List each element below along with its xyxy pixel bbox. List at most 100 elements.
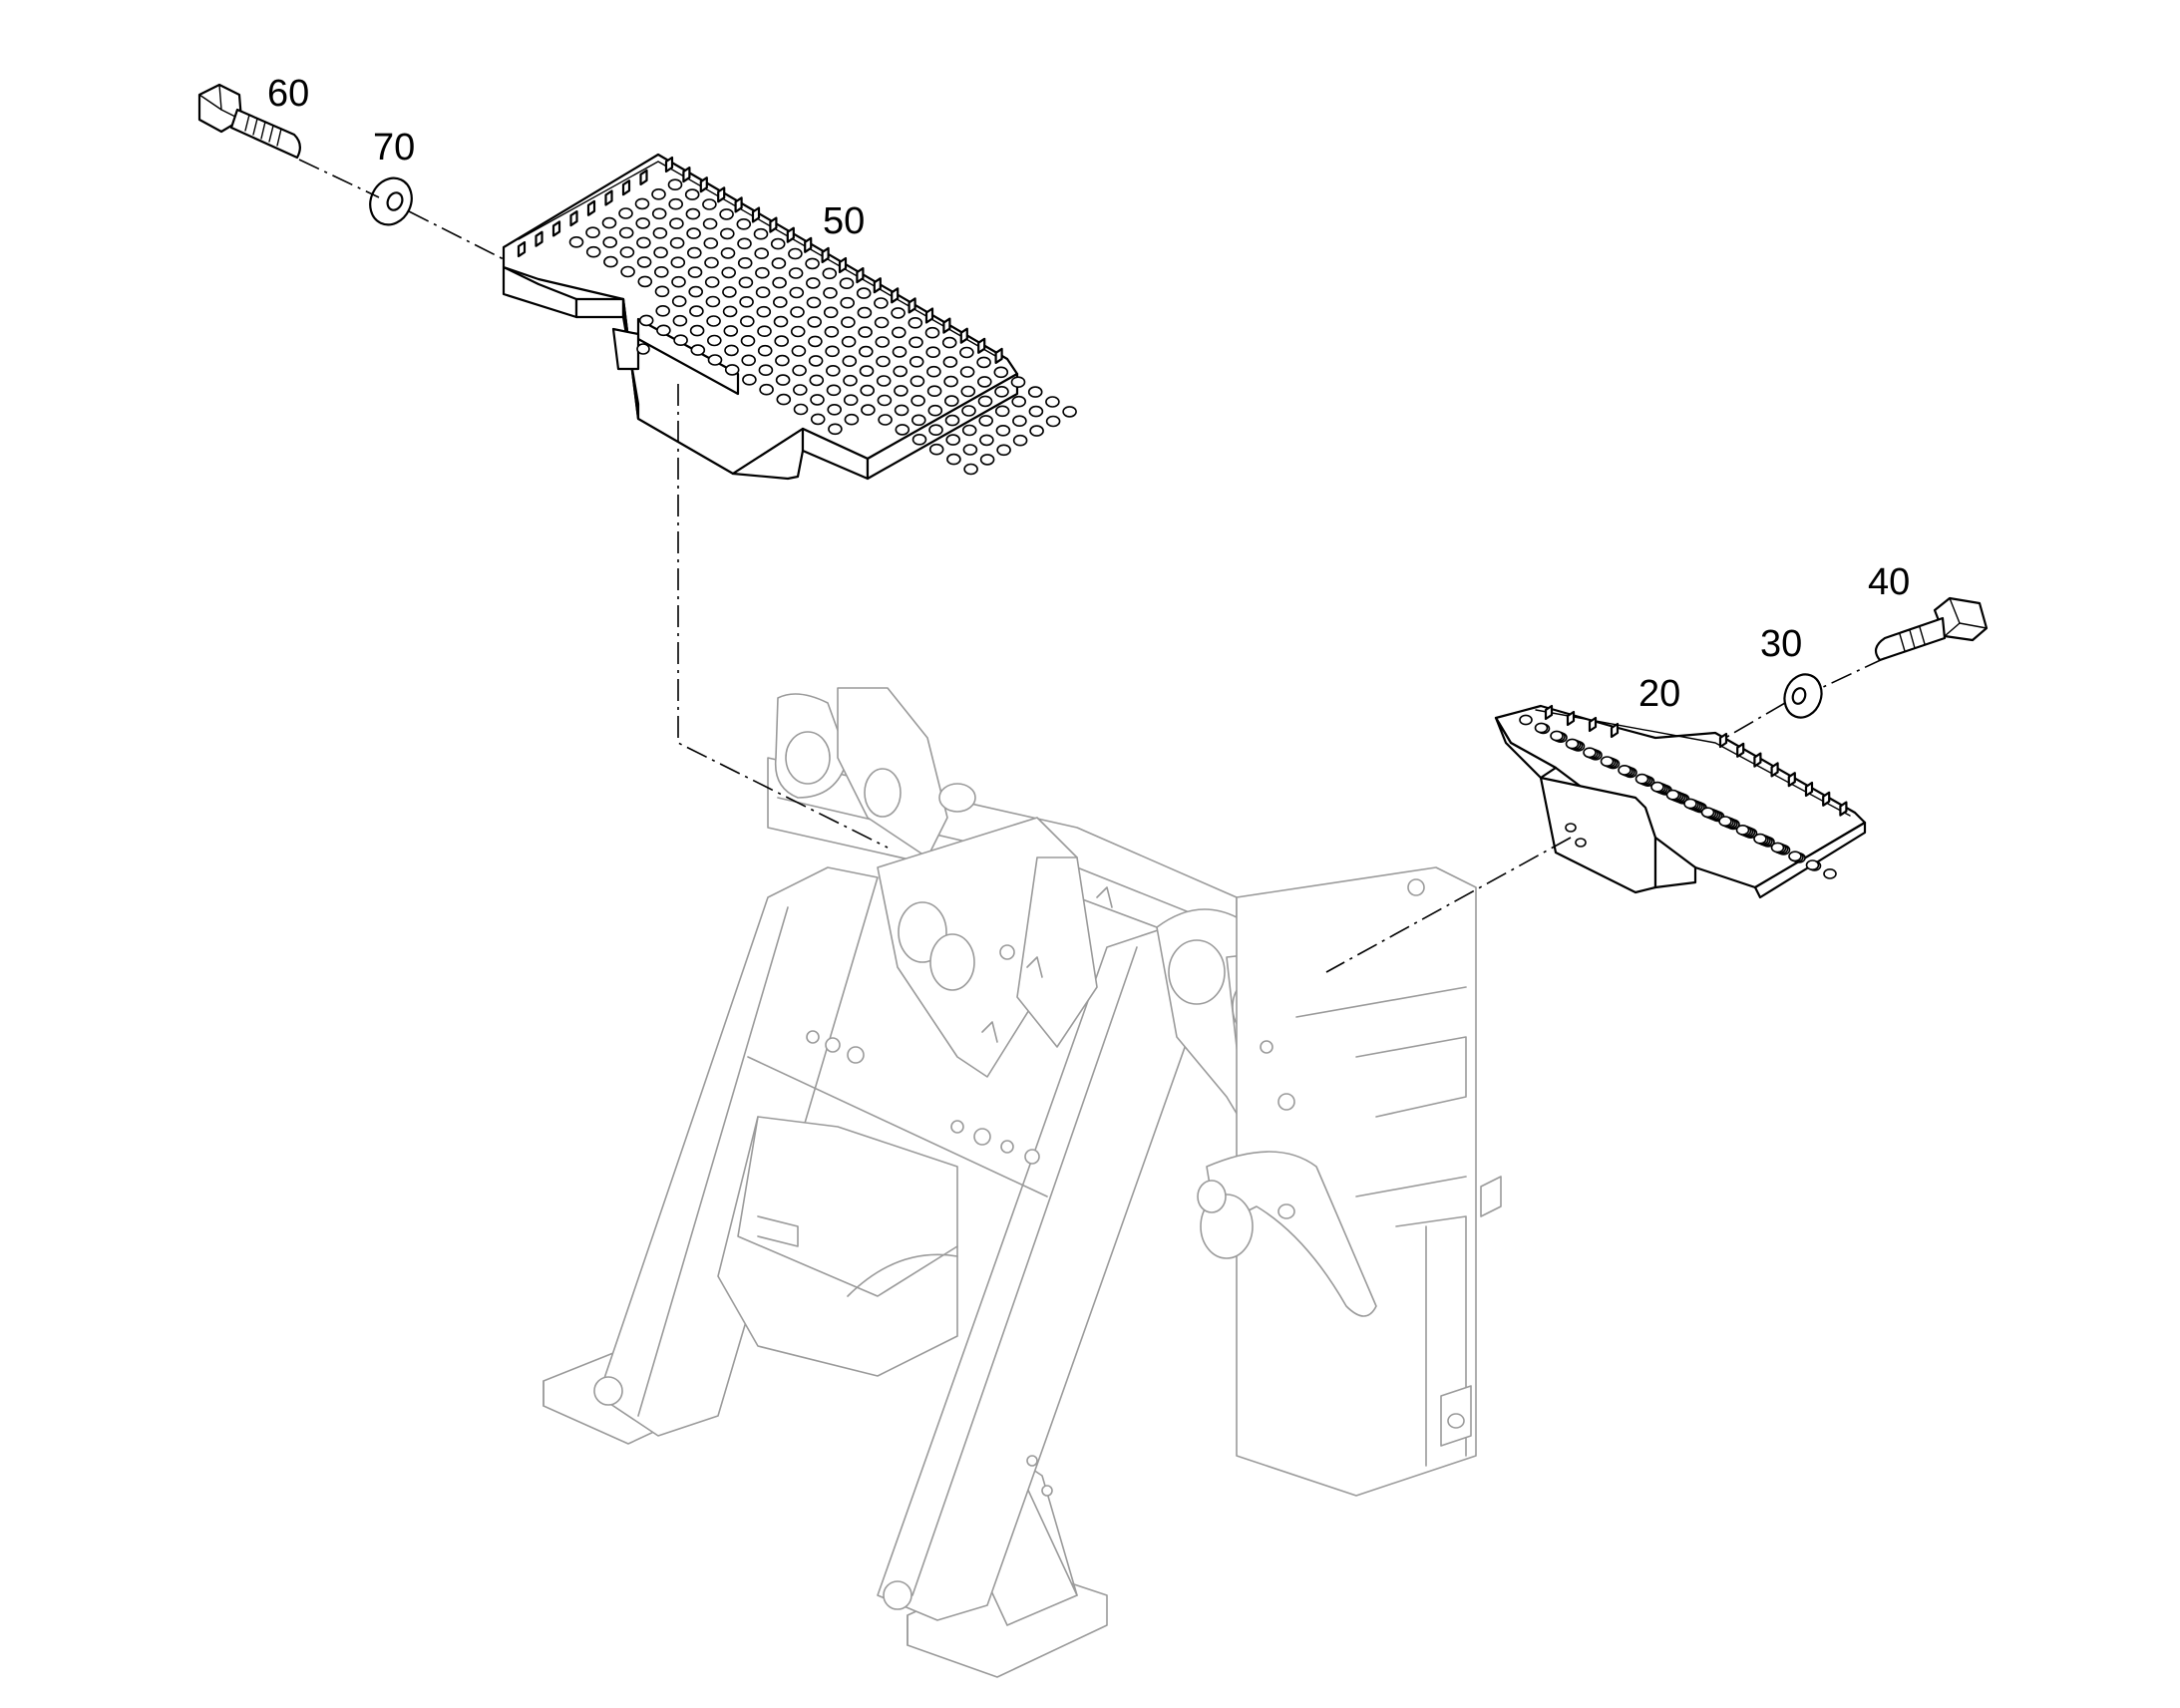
tread-tooth: [734, 196, 743, 213]
perforation-hole: [638, 314, 654, 327]
step-plate-20: [1494, 704, 1867, 899]
perforation-hole: [979, 454, 995, 466]
perforation-hole: [806, 296, 822, 309]
perforation-hole: [739, 295, 754, 308]
perforation-hole: [994, 385, 1009, 398]
perforation-hole: [927, 404, 943, 417]
perforation-hole: [857, 306, 873, 319]
perforation-hole: [757, 344, 773, 357]
perforation-hole: [908, 336, 923, 349]
perforation-hole: [776, 393, 792, 406]
perforation-hole: [807, 316, 823, 328]
tread-tooth: [994, 347, 1003, 364]
assembly-leader-lines: [298, 159, 1886, 973]
perforation-hole: [1565, 738, 1580, 750]
tread-tooth: [586, 199, 596, 216]
perforation-hole: [946, 453, 961, 466]
tread-tooth: [821, 246, 830, 263]
perforation-hole: [737, 237, 752, 250]
perforation-hole: [736, 218, 752, 230]
perforation-hole: [961, 405, 976, 417]
perforation-hole: [858, 345, 874, 358]
perforation-hole: [1027, 386, 1043, 398]
perforation-hole: [926, 365, 941, 378]
perforation-hole: [945, 434, 961, 446]
perforation-hole: [924, 326, 940, 339]
perforation-hole: [891, 326, 907, 339]
perforation-hole: [892, 346, 908, 358]
perforation-hole: [1770, 842, 1785, 854]
perforation-hole: [738, 276, 754, 289]
tread-tooth: [569, 210, 578, 227]
perforation-hole: [740, 334, 756, 347]
perforation-hole: [703, 237, 719, 249]
perforation-hole: [772, 276, 787, 289]
washer-30: [1783, 673, 1823, 719]
perforation-hole: [673, 334, 688, 347]
perforation-hole: [928, 424, 943, 437]
perforation-hole: [1010, 376, 1026, 389]
perforation-hole: [875, 336, 891, 348]
perforation-hole: [568, 236, 584, 248]
perforation-hole: [810, 413, 826, 426]
perforation-hole: [943, 375, 958, 388]
tread-tooth: [1718, 732, 1728, 749]
perforation-hole: [860, 384, 876, 397]
perforation-hole: [827, 403, 843, 416]
perforation-hole: [908, 355, 924, 368]
perforation-hole: [704, 276, 720, 288]
tread-tooth: [1610, 722, 1620, 739]
perforation-hole: [895, 424, 910, 436]
perforation-hole: [995, 424, 1011, 437]
tread-tooth: [1804, 781, 1814, 798]
perforation-hole: [651, 207, 667, 220]
perforation-hole: [790, 306, 805, 318]
perforation-hole: [943, 395, 959, 407]
perforation-hole: [979, 434, 994, 447]
tread-tooth: [621, 179, 631, 196]
tread-tooth: [699, 176, 708, 193]
perforation-hole: [636, 236, 651, 249]
perforation-hole: [959, 366, 975, 378]
perforation-hole: [891, 307, 906, 319]
bolt-60: [197, 83, 301, 160]
perforation-hole: [792, 384, 808, 396]
perforation-hole: [858, 326, 873, 338]
perforation-hole: [790, 325, 806, 338]
perforation-hole: [652, 227, 668, 239]
perforation-hole: [925, 346, 941, 359]
perforation-hole: [705, 295, 721, 308]
perforation-hole: [669, 217, 684, 229]
perforation-hole: [840, 296, 856, 309]
perforation-hole: [909, 375, 925, 388]
perforation-hole: [1823, 868, 1837, 879]
perforation-hole: [1700, 807, 1715, 819]
perforation-hole: [878, 414, 893, 426]
perforation-hole: [758, 364, 774, 377]
perforation-hole: [688, 285, 704, 298]
perforation-hole: [808, 335, 823, 348]
perforation-hole: [839, 277, 855, 290]
perforation-hole: [722, 305, 738, 318]
perforation-hole: [671, 275, 686, 288]
perforation-hole: [737, 256, 753, 269]
perforation-hole: [636, 256, 652, 268]
tread-tooth: [924, 307, 934, 324]
tread-tooth: [873, 277, 882, 294]
perforation-hole: [618, 207, 633, 219]
perforation-hole: [759, 383, 774, 396]
perforation-hole: [722, 286, 737, 298]
perforation-hole: [1805, 859, 1820, 870]
perforation-hole: [893, 365, 908, 378]
perforation-hole: [770, 237, 786, 250]
perforation-hole: [876, 355, 891, 368]
perforation-hole: [894, 385, 908, 397]
perforation-hole: [788, 267, 804, 279]
perforation-hole: [877, 394, 893, 407]
perforation-hole: [993, 366, 1009, 379]
perforation-hole: [702, 217, 718, 230]
tread-tooth: [838, 256, 848, 274]
perforation-hole: [656, 324, 671, 337]
perforation-hole: [942, 356, 958, 368]
perforation-hole: [653, 246, 668, 259]
